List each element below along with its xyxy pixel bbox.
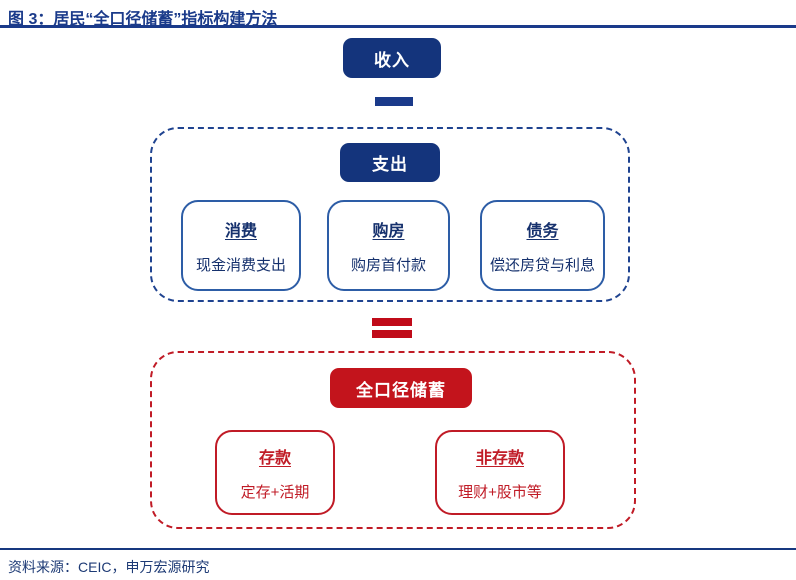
figure-header: 图 3：居民“全口径储蓄”指标构建方法 [0, 0, 796, 28]
savings-group-container [150, 351, 636, 529]
savings-item-nondeposit: 非存款 理财+股市等 [435, 430, 565, 515]
savings-item-desc: 理财+股市等 [458, 483, 542, 501]
expense-item-title: 购房 [372, 222, 405, 240]
expense-item-housing: 购房 购房首付款 [327, 200, 450, 291]
expense-item-desc: 现金消费支出 [195, 256, 286, 274]
figure-title: 图 3：居民“全口径储蓄”指标构建方法 [8, 11, 278, 28]
expense-group-container [150, 127, 630, 302]
savings-node: 全口径储蓄 [330, 368, 472, 408]
minus-icon [375, 97, 413, 106]
expense-item-debt: 债务 偿还房贷与利息 [480, 200, 605, 291]
expense-node: 支出 [340, 143, 440, 182]
expense-item-desc: 购房首付款 [350, 256, 426, 274]
expense-item-title: 债务 [526, 222, 559, 240]
savings-item-deposit: 存款 定存+活期 [215, 430, 335, 515]
expense-item-title: 消费 [224, 222, 257, 240]
savings-item-title: 存款 [258, 449, 291, 467]
equals-bar-top [372, 318, 412, 326]
expense-item-desc: 偿还房贷与利息 [489, 256, 595, 274]
footer-divider [0, 548, 796, 550]
expense-item-consumption: 消费 现金消费支出 [181, 200, 301, 291]
source-note: 资料来源：CEIC，申万宏源研究 [8, 559, 210, 575]
equals-bar-bottom [372, 330, 412, 338]
savings-item-desc: 定存+活期 [240, 483, 310, 501]
income-node: 收入 [343, 38, 441, 78]
savings-item-title: 非存款 [475, 449, 524, 467]
equals-icon [372, 318, 412, 338]
